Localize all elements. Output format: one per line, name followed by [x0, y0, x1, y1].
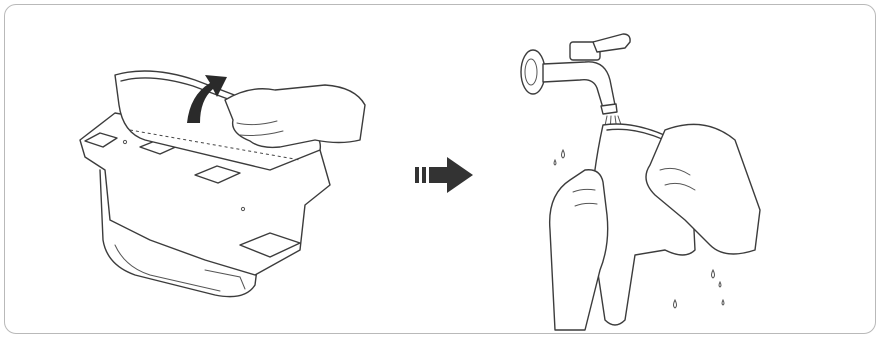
faucet-body: [543, 62, 615, 108]
water-drop: [722, 300, 724, 305]
water-drop: [554, 160, 556, 165]
hand: [225, 85, 365, 147]
instruction-panel: [4, 4, 876, 334]
faucet-wash-illustration: [515, 20, 765, 340]
left-hand: [550, 170, 608, 330]
right-arrow-icon: [415, 155, 477, 195]
mop-pad-removal-illustration: [55, 45, 375, 315]
water-drop: [712, 270, 715, 278]
water-drop: [562, 150, 565, 158]
water-drop: [719, 282, 721, 287]
water-drop: [674, 300, 677, 308]
faucet-handle: [593, 34, 630, 52]
